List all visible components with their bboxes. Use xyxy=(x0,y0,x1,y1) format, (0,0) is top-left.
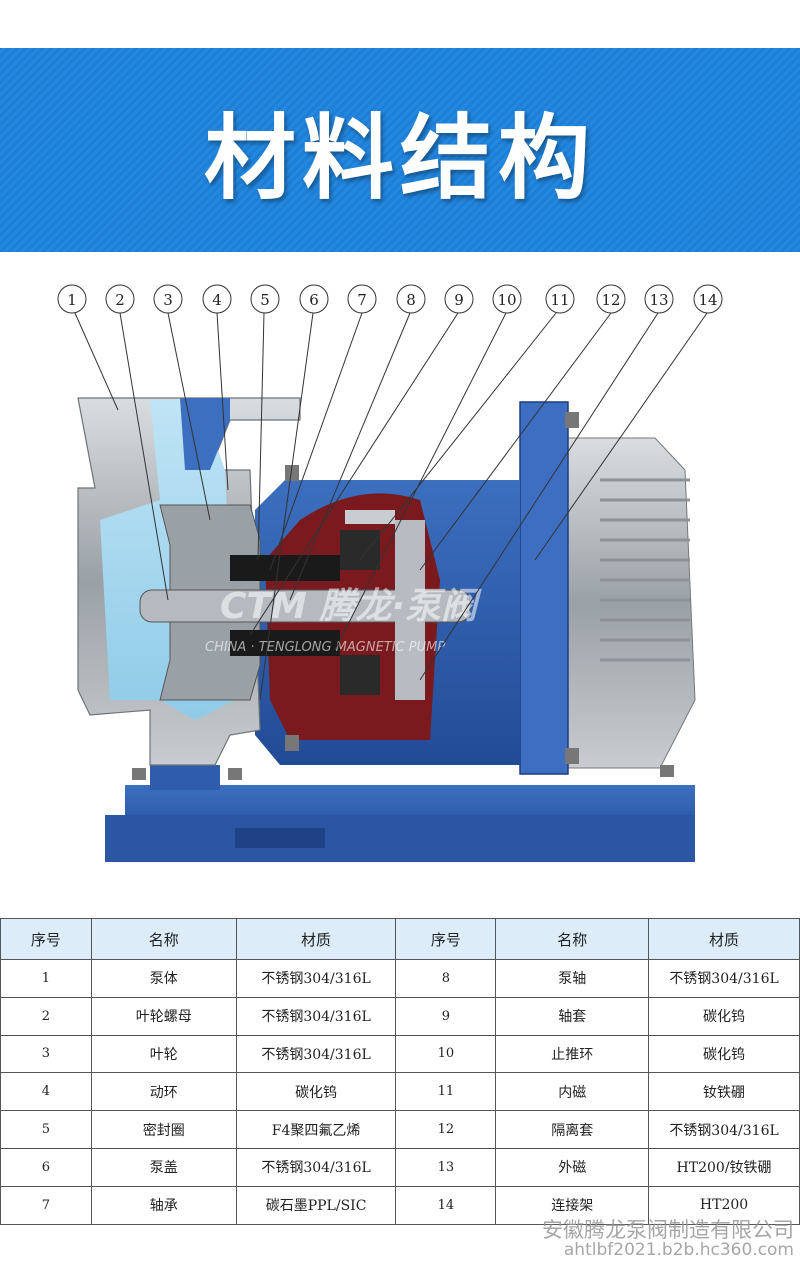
cell-index: 14 xyxy=(395,1185,497,1225)
callout-14: 14 xyxy=(698,291,717,309)
cell-material: 碳化钨 xyxy=(648,1034,800,1074)
cell-material: F4聚四氟乙烯 xyxy=(235,1110,397,1149)
cell-name: 叶轮螺母 xyxy=(90,996,237,1036)
table-row: 6 泵盖 不锈钢304/316L 13 外磁 HT200/钕铁硼 xyxy=(0,1147,800,1187)
cell-name: 内磁 xyxy=(495,1072,650,1112)
table-row: 4 动环 碳化钨 11 内磁 钕铁硼 xyxy=(0,1072,800,1112)
pump-cross-section-diagram: CTM 腾龙·泵阀 CHINA · TENGLONG MAGNETIC PUMP xyxy=(57,284,723,862)
callout-13: 13 xyxy=(649,291,668,309)
cell-material: 不锈钢304/316L xyxy=(235,1034,397,1074)
header-material-2: 材质 xyxy=(648,918,800,960)
cell-material: 碳化钨 xyxy=(648,996,800,1036)
callout-3-circle xyxy=(153,284,183,314)
callout-10: 10 xyxy=(497,291,516,309)
cell-material: 碳化钨 xyxy=(235,1072,397,1112)
page-title: 材料结构 xyxy=(203,104,596,212)
cell-material: HT200/钕铁硼 xyxy=(648,1147,800,1187)
callout-3: 3 xyxy=(163,291,173,309)
title-banner: 材料结构 xyxy=(0,48,800,252)
header-index: 序号 xyxy=(0,918,92,960)
cell-index: 5 xyxy=(0,1110,92,1149)
cell-index: 2 xyxy=(0,996,92,1036)
callout-12-circle xyxy=(596,284,626,314)
cell-index: 12 xyxy=(395,1110,497,1149)
callout-9-circle xyxy=(444,284,474,314)
callout-6-circle xyxy=(299,284,329,314)
callout-7: 7 xyxy=(357,291,367,309)
cell-index: 4 xyxy=(0,1072,92,1112)
cell-index: 1 xyxy=(0,959,92,998)
cell-name: 外磁 xyxy=(495,1147,650,1187)
callout-9: 9 xyxy=(454,291,464,309)
callout-11: 11 xyxy=(550,291,569,309)
watermark-logo: CTM 腾龙·泵阀 xyxy=(220,586,482,627)
callout-circles xyxy=(57,284,723,314)
table-row: 1 泵体 不锈钢304/316L 8 泵轴 不锈钢304/316L xyxy=(0,959,800,998)
header-name: 名称 xyxy=(90,918,237,960)
table-header-row: 序号 名称 材质 序号 名称 材质 xyxy=(0,918,800,960)
table-row: 3 叶轮 不锈钢304/316L 10 止推环 碳化钨 xyxy=(0,1034,800,1074)
header-index-2: 序号 xyxy=(395,918,497,960)
callout-7-circle xyxy=(347,284,377,314)
callout-6: 6 xyxy=(309,291,319,309)
callout-8-circle xyxy=(396,284,426,314)
callout-leaders xyxy=(74,312,708,701)
materials-table: 序号 名称 材质 序号 名称 材质 1 泵体 不锈钢304/316L 8 泵轴 … xyxy=(0,918,800,1225)
cell-name: 泵轴 xyxy=(495,959,650,998)
callout-numbers: 1 2 3 4 5 6 7 8 9 10 11 12 13 14 xyxy=(67,291,717,309)
cell-index: 11 xyxy=(395,1072,497,1112)
cell-name: 叶轮 xyxy=(90,1034,237,1074)
callout-5: 5 xyxy=(260,291,270,309)
callout-14-circle xyxy=(693,284,723,314)
callout-10-circle xyxy=(492,284,522,314)
table-row: 2 叶轮螺母 不锈钢304/316L 9 轴套 碳化钨 xyxy=(0,996,800,1036)
motor xyxy=(564,437,696,769)
callout-4-circle xyxy=(202,284,232,314)
company-watermark: 安徽腾龙泵阀制造有限公司 xyxy=(542,1218,794,1242)
callout-12: 12 xyxy=(601,291,620,309)
callout-1: 1 xyxy=(67,291,77,309)
callout-2-circle xyxy=(105,284,135,314)
cell-name: 泵体 xyxy=(90,959,237,998)
table-row: 7 轴承 碳石墨PPL/SIC 14 连接架 HT200 xyxy=(0,1185,800,1225)
cell-name: 泵盖 xyxy=(90,1147,237,1187)
cell-index: 7 xyxy=(0,1185,92,1225)
cell-material: 不锈钢304/316L xyxy=(648,959,800,998)
callout-8: 8 xyxy=(406,291,416,309)
cell-material: 不锈钢304/316L xyxy=(648,1110,800,1149)
cell-index: 10 xyxy=(395,1034,497,1074)
cell-material: 碳石墨PPL/SIC xyxy=(235,1185,397,1225)
callout-11-circle xyxy=(545,284,575,314)
callout-4: 4 xyxy=(212,291,222,309)
callout-5-circle xyxy=(250,284,280,314)
cell-index: 13 xyxy=(395,1147,497,1187)
header-name-2: 名称 xyxy=(495,918,650,960)
cell-name: 轴承 xyxy=(90,1185,237,1225)
url-watermark: ahtlbf2021.b2b.hc360.com xyxy=(563,1240,794,1260)
impeller-and-shaft xyxy=(139,504,471,701)
cell-name: 止推环 xyxy=(495,1034,650,1074)
cell-material: 不锈钢304/316L xyxy=(235,1147,397,1187)
watermark-text: CHINA · TENGLONG MAGNETIC PUMP xyxy=(205,640,445,655)
bolts xyxy=(132,412,674,780)
header-material: 材质 xyxy=(235,918,397,960)
cell-name: 隔离套 xyxy=(495,1110,650,1149)
cell-material: 不锈钢304/316L xyxy=(235,959,397,998)
cell-index: 6 xyxy=(0,1147,92,1187)
pump-base xyxy=(105,765,695,862)
cell-index: 9 xyxy=(395,996,497,1036)
callout-13-circle xyxy=(644,284,674,314)
callout-1-circle xyxy=(57,284,87,314)
cell-material: HT200 xyxy=(648,1185,800,1225)
cell-name: 动环 xyxy=(90,1072,237,1112)
cell-index: 8 xyxy=(395,959,497,998)
callout-2: 2 xyxy=(115,291,125,309)
cell-material: 不锈钢304/316L xyxy=(235,996,397,1036)
table-row: 5 密封圈 F4聚四氟乙烯 12 隔离套 不锈钢304/316L xyxy=(0,1110,800,1149)
cell-name: 密封圈 xyxy=(90,1110,237,1149)
cell-material: 钕铁硼 xyxy=(648,1072,800,1112)
motor-flange xyxy=(519,401,569,775)
cell-name: 轴套 xyxy=(495,996,650,1036)
cell-index: 3 xyxy=(0,1034,92,1074)
